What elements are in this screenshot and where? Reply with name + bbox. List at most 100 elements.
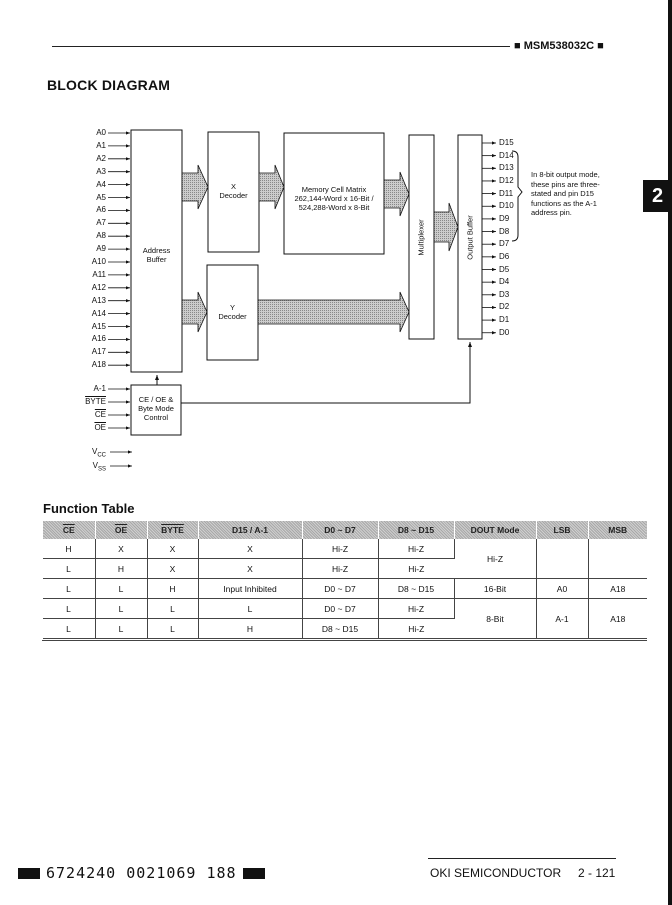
bus-arrow-memory-mux xyxy=(383,171,410,217)
table-header: D15 / A-1 xyxy=(197,521,302,539)
table-header: OE xyxy=(94,521,147,539)
table-cell: D0 ~ D7 xyxy=(302,598,379,619)
data-pin-label: D8 xyxy=(499,226,510,236)
table-cell: D0 ~ D7 xyxy=(302,578,379,599)
table-row: L L H Input Inhibited D0 ~ D7 D8 ~ D15 1… xyxy=(42,578,647,599)
table-cell: X xyxy=(95,539,148,559)
table-cell: Hi-Z xyxy=(454,539,537,579)
address-pin-label: A10 xyxy=(91,257,106,266)
address-buffer-label: Address Buffer xyxy=(142,246,171,264)
data-pin-label: D12 xyxy=(499,175,514,185)
table-cell: Hi-Z xyxy=(378,598,455,619)
address-pin-label: A5 xyxy=(96,192,106,202)
table-cell: L xyxy=(42,558,96,579)
control-pin-label: BYTE xyxy=(85,397,106,406)
table-cell: H xyxy=(95,558,148,579)
table-cell: A-1 xyxy=(536,598,589,639)
table-cell: Hi-Z xyxy=(378,618,454,639)
table-cell: L xyxy=(147,618,199,639)
y-decoder-label: Y Decoder xyxy=(218,303,247,321)
table-cell: X xyxy=(147,558,199,579)
table-header: D0 ~ D7 xyxy=(301,521,378,539)
address-pin-label: A9 xyxy=(96,244,106,254)
table-row: L H X X Hi-Z Hi-Z xyxy=(42,558,648,579)
data-pin-label: D14 xyxy=(499,150,514,160)
table-cell: Input Inhibited xyxy=(198,578,303,599)
table-cell: X xyxy=(198,539,303,559)
table-cell: A18 xyxy=(588,598,647,639)
table-header: MSB xyxy=(587,521,647,539)
data-pin-label: D2 xyxy=(499,302,510,312)
table-cell: H xyxy=(198,618,303,639)
data-pin-label: D9 xyxy=(499,213,510,223)
table-cell: L xyxy=(42,578,96,599)
address-pin-label: A13 xyxy=(91,295,106,305)
block-diagram-title: BLOCK DIAGRAM xyxy=(47,77,171,93)
control-pin-label: OE xyxy=(94,423,106,432)
table-cell: L xyxy=(198,598,303,619)
table-header: LSB xyxy=(535,521,588,539)
address-buffer-box xyxy=(130,129,183,373)
control-pin-label: A-1 xyxy=(93,384,106,393)
footer-rule xyxy=(428,858,616,859)
table-cell: L xyxy=(95,618,148,639)
table-cell: L xyxy=(95,578,148,599)
table-cell: H xyxy=(42,539,96,559)
barcode: 6724240 0021069 188 xyxy=(12,864,271,882)
table-cell xyxy=(588,539,647,579)
table-cell: Hi-Z xyxy=(302,558,379,579)
address-pin-label: A0 xyxy=(96,128,106,137)
bus-arrow-y-mux xyxy=(257,291,410,333)
address-pin-label: A17 xyxy=(91,347,106,357)
block-diagram xyxy=(108,129,523,468)
header-rule xyxy=(52,46,510,47)
data-pin-label: D13 xyxy=(499,163,514,173)
bus-arrow-x-memory xyxy=(258,164,285,210)
control-to-output-line xyxy=(181,342,472,404)
address-pin-label: A3 xyxy=(96,166,106,176)
address-pin-label: A11 xyxy=(92,269,106,279)
data-pin-label: D5 xyxy=(499,264,510,274)
table-cell xyxy=(536,539,589,579)
table-cell: X xyxy=(198,558,303,579)
part-number: ■ MSM538032C ■ xyxy=(514,40,604,52)
table-cell: 8-Bit xyxy=(454,598,537,639)
control-box xyxy=(130,384,182,436)
page-edge-bar xyxy=(668,0,672,905)
address-pin-label: A7 xyxy=(96,218,106,228)
table-header: CE xyxy=(42,521,95,539)
section-tab: 2 xyxy=(643,180,672,212)
table-cell: L xyxy=(95,598,148,619)
table-cell: L xyxy=(42,598,96,619)
table-row: L L L L D0 ~ D7 Hi-Z 8-Bit A-1 A18 xyxy=(42,598,647,639)
memory-matrix-label: Memory Cell Matrix 262,144-Word x 16-Bit… xyxy=(294,185,374,212)
data-pin-label: D3 xyxy=(499,289,510,299)
bus-arrow-mux-output xyxy=(433,202,459,252)
table-cell: X xyxy=(147,539,199,559)
control-pin-label: CE xyxy=(94,410,106,419)
address-pin-label: A12 xyxy=(91,282,106,292)
data-pin-label: D6 xyxy=(499,251,510,261)
table-cell: 16-Bit xyxy=(454,578,537,599)
data-pin-label: D7 xyxy=(499,239,510,249)
address-pin-label: A8 xyxy=(96,231,106,241)
table-header: DOUT Mode xyxy=(453,521,536,539)
company-name: OKI SEMICONDUCTOR xyxy=(430,866,562,880)
data-pin-label: D10 xyxy=(499,201,514,211)
table-cell: D8 ~ D15 xyxy=(302,618,379,639)
data-pin-label: D4 xyxy=(499,277,510,287)
bus-arrow-buffer-x xyxy=(181,164,209,210)
output-buffer-label: Output Buffer xyxy=(465,215,475,260)
data-pin-label: D0 xyxy=(499,327,510,337)
table-cell: Hi-Z xyxy=(302,539,379,559)
address-pin-label: A6 xyxy=(96,205,106,215)
control-label: CE / OE & Byte Mode Control xyxy=(138,395,174,422)
x-decoder-label: X Decoder xyxy=(219,182,248,200)
function-table-title: Function Table xyxy=(43,501,135,516)
address-pin-label: A1 xyxy=(96,140,106,150)
data-pin-label: D15 xyxy=(499,138,514,147)
power-pin-label: VSS xyxy=(92,461,106,473)
table-row: L L L H D8 ~ D15 Hi-Z xyxy=(42,618,648,639)
output-buffer-box xyxy=(457,134,483,340)
